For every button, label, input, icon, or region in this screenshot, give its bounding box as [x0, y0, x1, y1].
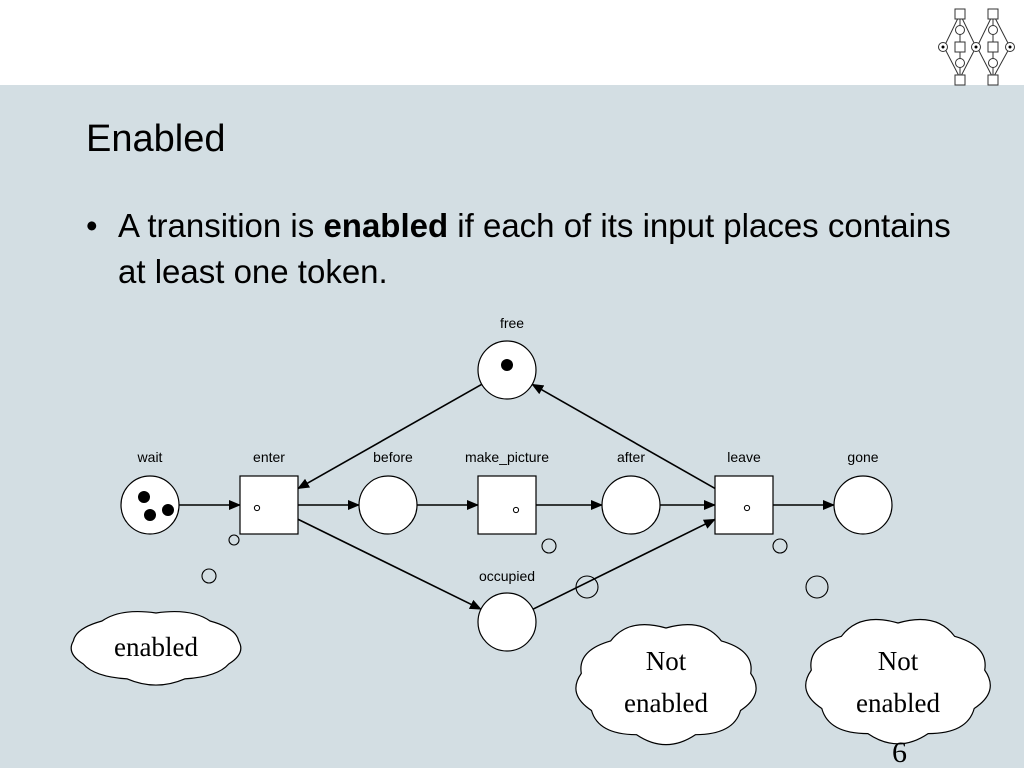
bullet-text-start: A transition is: [118, 207, 324, 244]
arc-free-to-enter: [297, 383, 483, 490]
thought-bubble-make_picture-1: [541, 538, 557, 554]
thought-cloud-leave: [805, 618, 991, 745]
place-before: [358, 475, 418, 535]
place-gone: [833, 475, 893, 535]
thought-bubble-enter-1: [228, 534, 240, 546]
bullet-text: A transition is enabled if each of its i…: [118, 203, 978, 295]
label-occupied: occupied: [479, 568, 535, 584]
callout-text-enter-1: enabled: [114, 632, 198, 662]
thought-bubble-leave-2: [805, 575, 829, 599]
place-occupied: [477, 592, 537, 652]
label-before: before: [373, 449, 413, 465]
token-wait-2: [144, 509, 156, 521]
thought-bubble-leave-1: [772, 538, 788, 554]
callout-enter: enabled: [70, 504, 261, 686]
token-wait-3: [162, 504, 174, 516]
arc-leave-to-free: [531, 383, 716, 490]
callout-text-leave-1: Not: [878, 646, 919, 676]
thought-cloud-enter: [70, 610, 242, 686]
callout-anchor-leave: [743, 504, 751, 512]
callout-text-make_picture-2: enabled: [624, 688, 708, 718]
callout-anchor-enter: [253, 504, 261, 512]
node-labels: free wait before after gone occupied enter make…: [137, 315, 879, 584]
nodes: [120, 340, 893, 652]
bullet-text-bold: enabled: [323, 207, 449, 244]
callout-text-leave-2: enabled: [856, 688, 940, 718]
token-wait-1: [138, 491, 150, 503]
petri-net-logo-icon: [938, 8, 1015, 86]
label-enter: enter: [253, 449, 285, 465]
label-free: free: [500, 315, 524, 331]
place-after: [601, 475, 661, 535]
label-make_picture: make_picture: [465, 449, 549, 465]
label-gone: gone: [847, 449, 878, 465]
callouts: enabled Not enabled Not enabled: [70, 504, 991, 746]
place-wait: [120, 475, 180, 535]
page-number: 6: [892, 736, 907, 769]
thought-bubble-enter-2: [201, 568, 217, 584]
bullet-text-end: if each of its input places contains at …: [118, 207, 951, 290]
callout-text-make_picture-1: Not: [646, 646, 687, 676]
token-free-1: [501, 359, 513, 371]
header-band: [0, 0, 1024, 85]
transition-enter: [239, 475, 299, 535]
transition-leave: [714, 475, 774, 535]
callout-leave: Not enabled: [743, 504, 991, 745]
label-wait: wait: [137, 449, 163, 465]
callout-make_picture: Not enabled: [512, 506, 757, 746]
label-after: after: [617, 449, 645, 465]
arcs: [179, 383, 835, 610]
bullet-marker: •: [86, 207, 98, 244]
arc-occupied-to-leave: [532, 518, 716, 610]
transition-make_picture: [477, 475, 537, 535]
thought-cloud-make_picture: [575, 624, 757, 746]
label-leave: leave: [727, 449, 761, 465]
slide-title: Enabled: [86, 118, 226, 160]
callout-anchor-make_picture: [512, 506, 520, 514]
arc-enter-to-occupied: [297, 518, 482, 610]
thought-bubble-make_picture-2: [575, 575, 599, 599]
